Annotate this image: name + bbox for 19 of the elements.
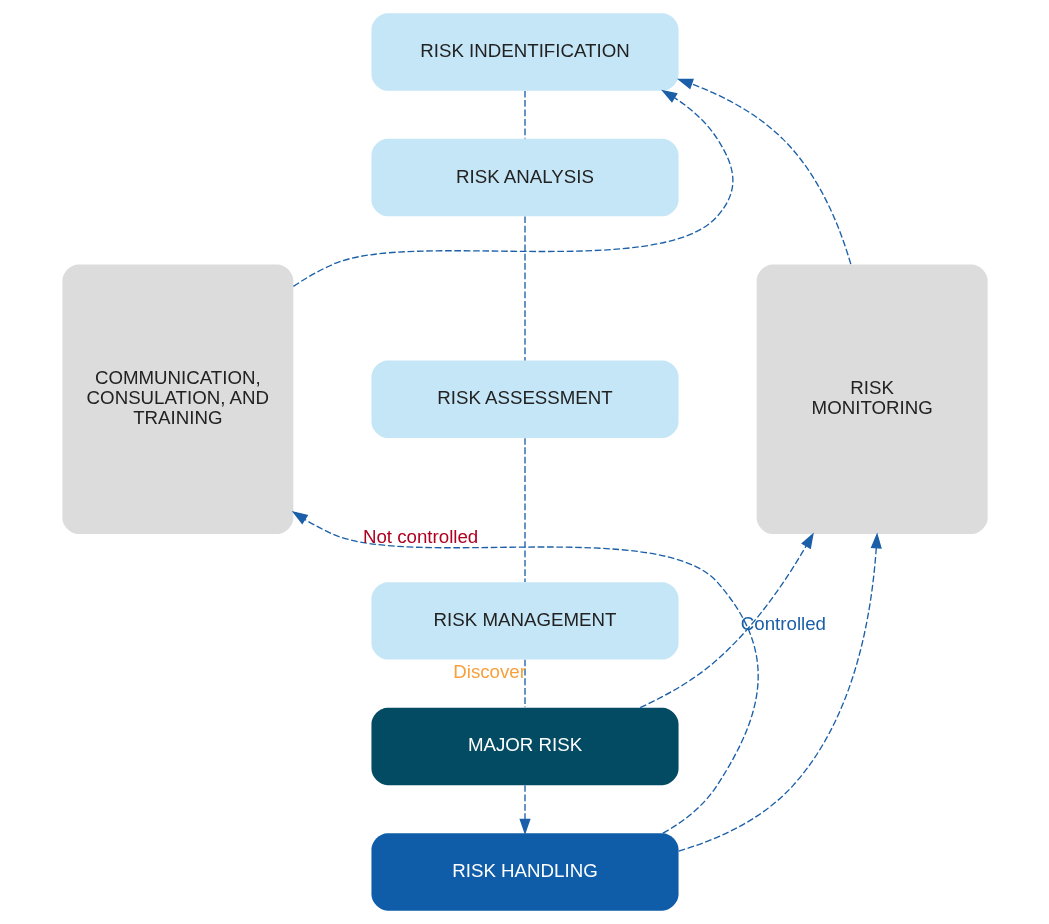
edge-label: Discover: [452, 661, 526, 683]
node-box: RISK ANALYSIS: [370, 138, 679, 217]
arrow: [291, 511, 759, 834]
node-box: RISK ASSESSMENT: [370, 360, 679, 438]
arrow: [676, 78, 851, 265]
node-box: MAJOR RISK: [370, 707, 679, 786]
arrow: [292, 89, 733, 288]
node-box: RISK HANDLING: [370, 833, 679, 911]
connector: [523, 437, 526, 583]
node-box: RISK MONITORING: [756, 264, 988, 535]
node-box: RISK MANAGEMENT: [370, 582, 679, 660]
arrow: [518, 784, 531, 835]
arrow: [639, 532, 814, 709]
node-box: RISK INDENTIFICATION: [370, 13, 679, 91]
node-box: COMMUNICATION, CONSULATION, AND TRAINING: [61, 264, 293, 535]
connector: [523, 215, 526, 362]
edge-label: Not controlled: [362, 525, 478, 547]
connector: [523, 90, 526, 140]
arrow: [677, 532, 882, 852]
